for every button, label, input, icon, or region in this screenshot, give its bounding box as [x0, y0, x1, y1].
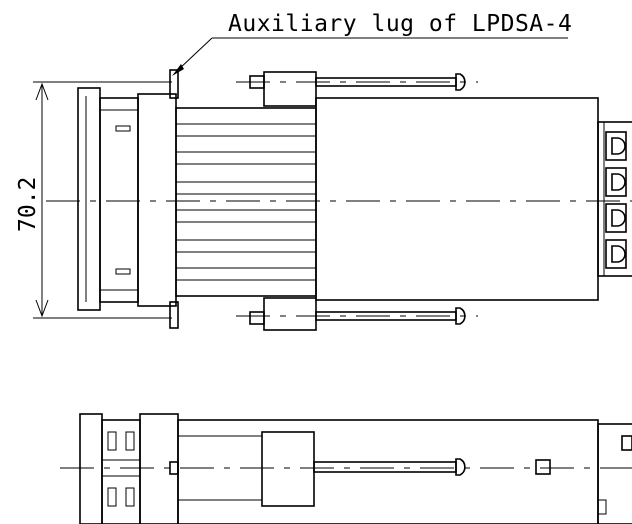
top-view: Auxiliary lug of LPDSA-4 70.2 [15, 11, 632, 331]
lower-mounting-screw [249, 297, 466, 331]
main-body [315, 97, 599, 301]
height-dimension: 70.2 [15, 81, 172, 319]
side-screw-housing [261, 431, 315, 507]
mounting-flange [137, 69, 179, 329]
terminal-block [597, 121, 632, 277]
lug-label: Auxiliary lug of LPDSA-4 [228, 11, 572, 37]
side-flange [139, 413, 179, 524]
lug-annotation: Auxiliary lug of LPDSA-4 [172, 11, 572, 76]
ribbed-section [175, 107, 317, 297]
height-label: 70.2 [15, 177, 41, 232]
side-terminal [597, 423, 632, 524]
front-bezel [77, 87, 139, 311]
upper-mounting-screw [249, 71, 466, 107]
side-square-feature [535, 459, 551, 475]
side-screw [169, 458, 466, 476]
side-view [60, 413, 632, 524]
side-front-bezel [79, 413, 141, 524]
top-center-lines [46, 81, 632, 317]
